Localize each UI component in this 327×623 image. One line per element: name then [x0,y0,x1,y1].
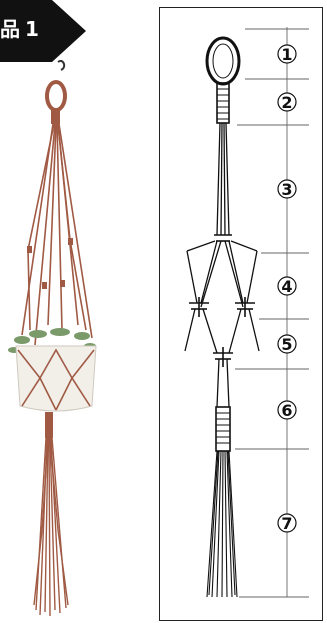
section-number-4: 4 [278,277,296,296]
tassel [34,438,68,616]
section-number-5: 5 [278,335,296,354]
loop-wrap [51,108,60,124]
diagram-cords-section-4 [187,241,257,307]
macrame-diagram: 1 2 3 4 5 6 7 [159,7,323,621]
hanging-cords [22,124,92,345]
plant-pot [16,346,96,411]
svg-text:1: 1 [281,45,292,64]
svg-text:7: 7 [281,514,292,533]
measurement-guides [235,27,309,597]
svg-text:6: 6 [281,401,292,420]
upper-wrap-lines [217,89,229,119]
diagram-cords-section-3 [217,123,229,235]
diagram-knot-upper [214,235,232,241]
diagram-knot-left [189,297,209,317]
section-number-7: 7 [278,514,296,533]
diagram-lower-wrap [216,407,230,451]
svg-text:5: 5 [281,335,292,354]
svg-text:4: 4 [281,277,292,296]
section-number-2: 2 [278,93,296,112]
diagram-tassel [207,451,237,597]
section-number-6: 6 [278,401,296,420]
section-number-1: 1 [278,45,296,64]
diagram-cords-section-5 [185,309,259,353]
hanging-hook [58,61,64,70]
diagram-top-loop-inner [213,44,233,78]
section-number-3: 3 [278,180,296,199]
diagram-knot-right [235,297,255,317]
bottom-wrap [45,412,53,438]
lower-wrap-lines [216,413,230,443]
diagram-top-loop [207,38,239,84]
svg-text:3: 3 [281,180,292,199]
svg-text:2: 2 [281,93,292,112]
macrame-photo [0,60,158,623]
top-loop [47,82,65,110]
badge-label: 品 1 [0,13,52,42]
